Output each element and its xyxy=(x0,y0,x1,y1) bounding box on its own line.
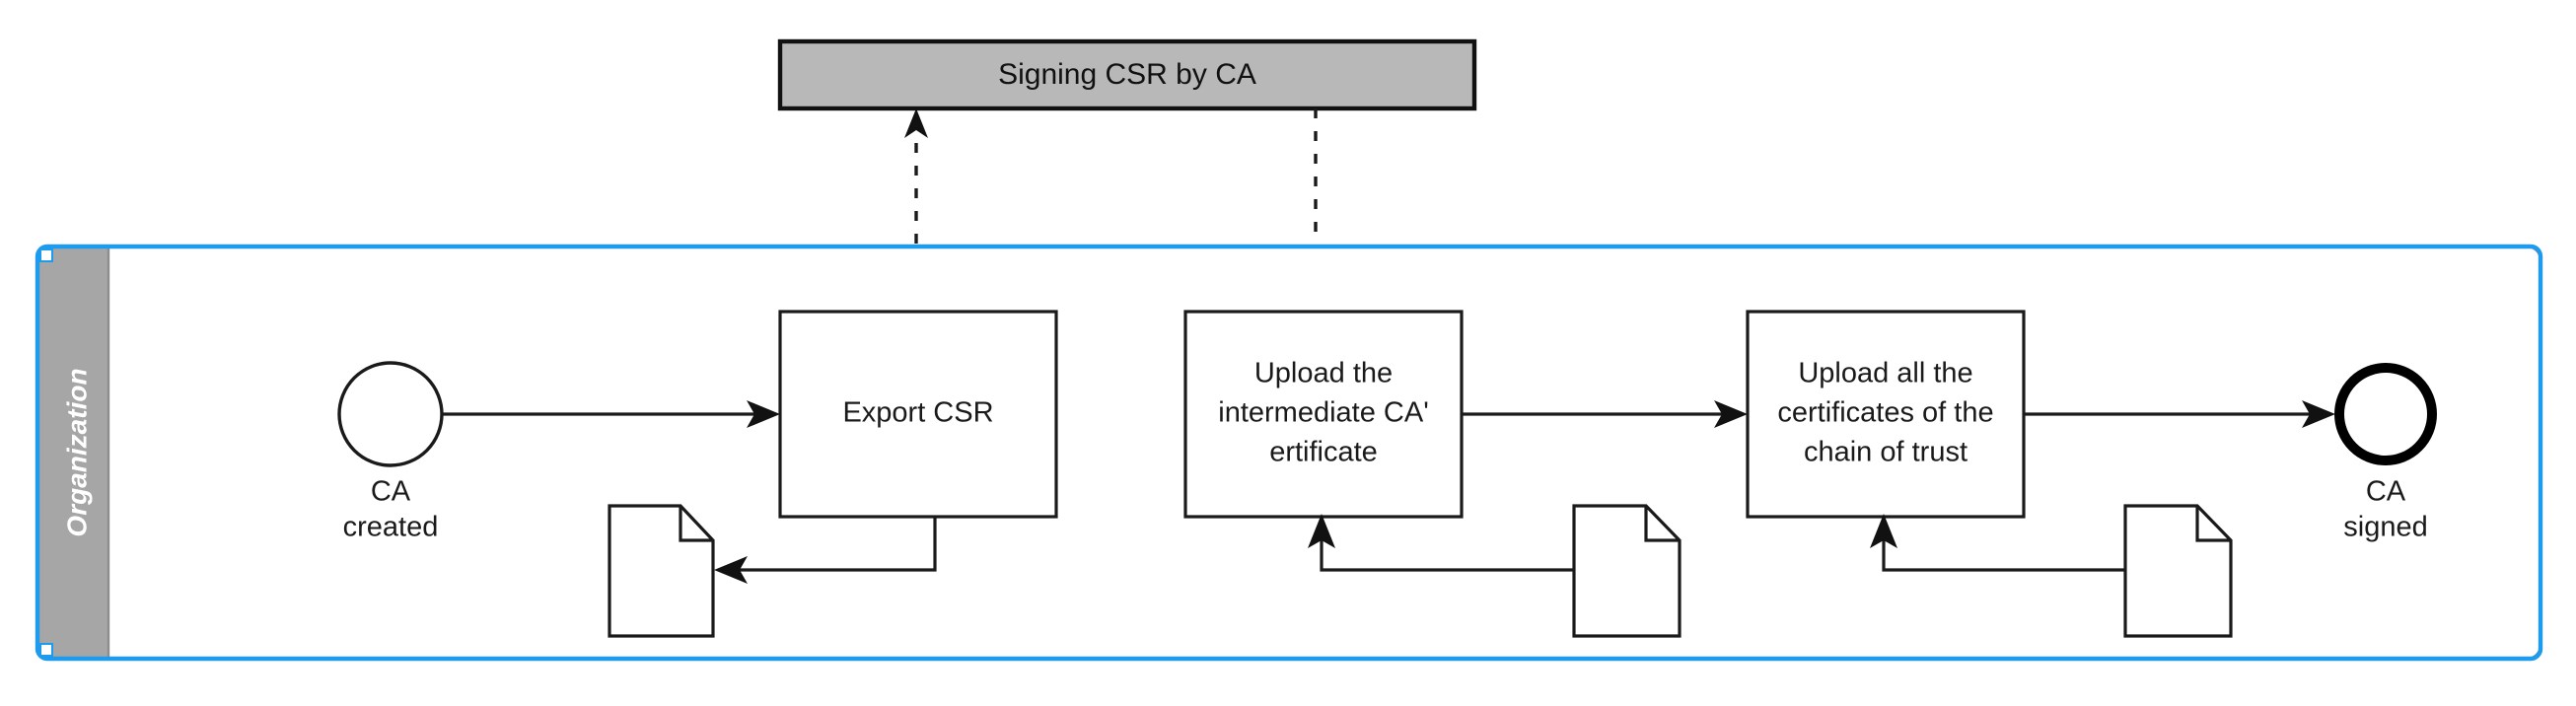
selection-handle-top-left[interactable] xyxy=(39,248,53,262)
data-association-arrowhead xyxy=(714,556,748,584)
start-event-label-line2: created xyxy=(343,512,439,543)
message-flow-arrowhead-up xyxy=(904,108,928,138)
task-upload-chain-of-trust[interactable]: Upload all the certificates of the chain… xyxy=(1746,310,2026,519)
end-event-label-line2: signed xyxy=(2343,512,2427,543)
data-association-doc2-to-upload[interactable] xyxy=(1308,514,1574,572)
sequence-flow-arrowhead xyxy=(2302,400,2335,428)
data-object-2[interactable] xyxy=(1572,504,1682,638)
data-association-arrowhead xyxy=(1308,514,1335,548)
task-upload-intermediate-label-line3: ertificate xyxy=(1269,437,1378,468)
task-upload-intermediate-label-line2: intermediate CA' xyxy=(1218,397,1428,429)
sequence-flow-arrowhead xyxy=(1714,400,1748,428)
collapsed-pool-label: Signing CSR by CA xyxy=(998,58,1256,91)
selection-handle-bottom-left[interactable] xyxy=(39,643,53,657)
start-event-ca-created[interactable]: CA created xyxy=(337,361,444,543)
end-event-ca-signed[interactable]: CA signed xyxy=(2334,363,2437,543)
task-upload-chain-label-line3: chain of trust xyxy=(1804,437,1968,468)
lane-label-organization: Organization xyxy=(61,368,92,536)
collapsed-pool-signing-csr[interactable]: Signing CSR by CA xyxy=(777,38,1477,111)
sequence-flow-start-to-export[interactable] xyxy=(443,400,780,428)
task-export-csr[interactable]: Export CSR xyxy=(778,310,1058,519)
task-upload-intermediate-ca[interactable]: Upload the intermediate CA' ertificate xyxy=(1183,310,1464,519)
end-event-label-line1: CA xyxy=(2366,476,2406,508)
data-object-1[interactable] xyxy=(608,504,715,638)
sequence-flow-upload-to-chain[interactable] xyxy=(1462,400,1748,428)
task-upload-chain-label-line2: certificates of the xyxy=(1777,397,1993,429)
sequence-flow-chain-to-end[interactable] xyxy=(2024,400,2335,428)
data-association-doc3-to-chain[interactable] xyxy=(1870,514,2125,572)
data-association-arrowhead xyxy=(1870,514,1897,548)
start-event-label-line1: CA xyxy=(371,476,411,508)
data-object-3[interactable] xyxy=(2123,504,2233,638)
data-association-export-to-doc1[interactable] xyxy=(714,517,937,584)
task-export-csr-label-line1: Export CSR xyxy=(842,397,993,429)
task-upload-intermediate-label-line1: Upload the xyxy=(1254,358,1393,389)
task-upload-chain-label-line1: Upload all the xyxy=(1798,358,1972,389)
pool-selection-outline xyxy=(35,244,2543,662)
sequence-flow-arrowhead xyxy=(747,400,780,428)
